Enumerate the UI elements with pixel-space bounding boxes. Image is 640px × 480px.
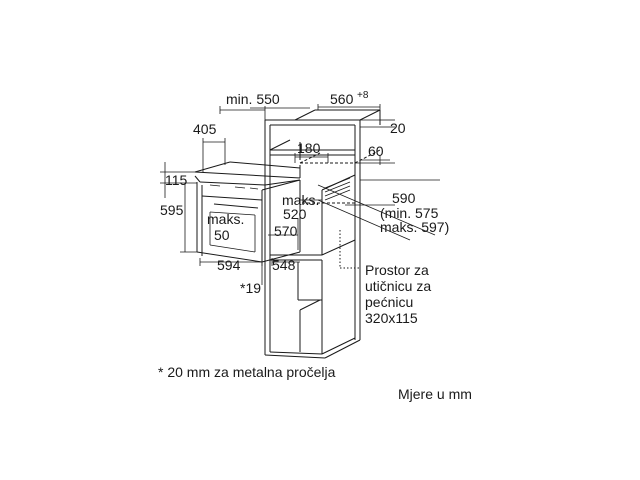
label-socket-line1: Prostor za [365,262,429,278]
label-595: 595 [160,202,184,218]
dimension-labels: min. 550 560 +8 20 405 180 60 115 595 ma… [160,90,449,326]
label-maks-50-line2: 50 [214,227,230,243]
label-594: 594 [217,257,241,273]
label-570: 570 [274,223,298,239]
label-560: 560 [330,91,354,107]
cabinet-drawing [264,109,381,359]
label-405: 405 [193,121,217,137]
label-socket-line3: pećnicu [365,294,413,310]
label-590-line1: 590 [392,190,416,206]
label-60: 60 [368,143,384,159]
units-note: Mjere u mm [398,386,472,402]
label-590-line2: (min. 575 [380,205,439,221]
label-maks-50-line1: maks. [207,211,244,227]
oven-drawing [194,161,301,263]
label-socket-line2: utičnicu za [365,278,431,294]
label-maks-520-line2: 520 [283,206,307,222]
label-star-19: *19 [240,280,261,296]
dimension-lines [160,104,440,285]
label-maks-520-line1: maks. [282,192,319,208]
label-548: 548 [272,257,296,273]
label-20: 20 [390,120,406,136]
label-min-550: min. 550 [226,91,280,107]
label-115: 115 [165,172,188,188]
footnote-metal-fronts: * 20 mm za metalna pročelja [158,364,336,380]
label-590-line3: maks. 597) [380,219,449,235]
label-180: 180 [297,140,321,156]
label-560-sup: +8 [357,90,369,101]
label-socket-line4: 320x115 [365,310,418,326]
